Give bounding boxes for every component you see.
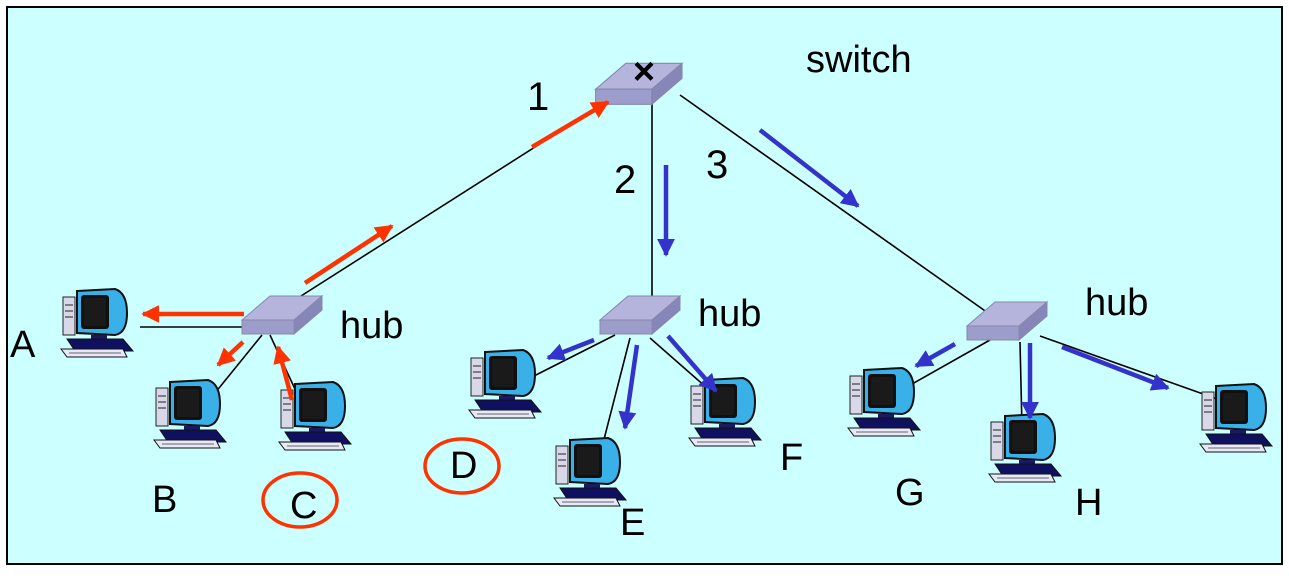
host-label-D: D	[450, 445, 477, 487]
link-hub1-B	[214, 334, 263, 394]
arrow-hub1-to-switch-upper	[530, 100, 610, 149]
host-label-C: C	[290, 485, 317, 527]
link-hub2-E	[599, 337, 631, 456]
arrow-hub2-to-E	[618, 344, 640, 430]
host-label-H: H	[1075, 482, 1102, 524]
hub-label-1: hub	[340, 305, 403, 347]
port-label-2: 2	[614, 158, 636, 202]
host-D-computer-icon	[468, 349, 542, 419]
arrow-hub1-to-B	[216, 340, 245, 367]
arrow-hub3-to-I	[1061, 344, 1170, 391]
link-switch-hub3	[679, 94, 1006, 326]
host-label-A: A	[10, 324, 36, 366]
host-F-computer-icon	[688, 377, 762, 447]
host-A-computer-icon	[60, 288, 134, 358]
highlight-circle-C	[261, 471, 339, 529]
host-B-computer-icon	[153, 379, 227, 449]
hub-label-3: hub	[1085, 282, 1148, 324]
host-label-F: F	[780, 437, 803, 479]
hub-label-2: hub	[698, 293, 761, 335]
link-hub3-G	[904, 339, 991, 389]
host-I-computer-icon	[1199, 383, 1273, 453]
port-label-1: 1	[527, 75, 549, 119]
arrow-hub2-to-D	[546, 337, 595, 361]
switch-label: switch	[806, 39, 912, 81]
port-label-3: 3	[706, 143, 728, 187]
host-G-computer-icon	[847, 367, 921, 437]
host-label-E: E	[620, 502, 645, 544]
arrow-C-to-hub1	[273, 345, 295, 401]
highlight-circle-D	[423, 437, 501, 495]
arrow-hub2-to-F	[666, 334, 718, 393]
host-E-computer-icon	[553, 437, 627, 507]
arrow-switch-to-hub3	[758, 128, 860, 208]
switch-mark: ×	[633, 51, 655, 93]
host-H-computer-icon	[988, 413, 1062, 483]
arrow-hub1-to-switch-lower	[303, 224, 394, 285]
link-hub2-D	[529, 334, 616, 379]
host-label-B: B	[152, 479, 177, 521]
red-frame-arrows	[141, 100, 610, 401]
link-hub3-I	[1039, 335, 1221, 401]
blue-frame-arrows	[546, 128, 1170, 430]
arrow-hub3-to-G	[914, 342, 957, 368]
host-label-G: G	[895, 472, 925, 514]
